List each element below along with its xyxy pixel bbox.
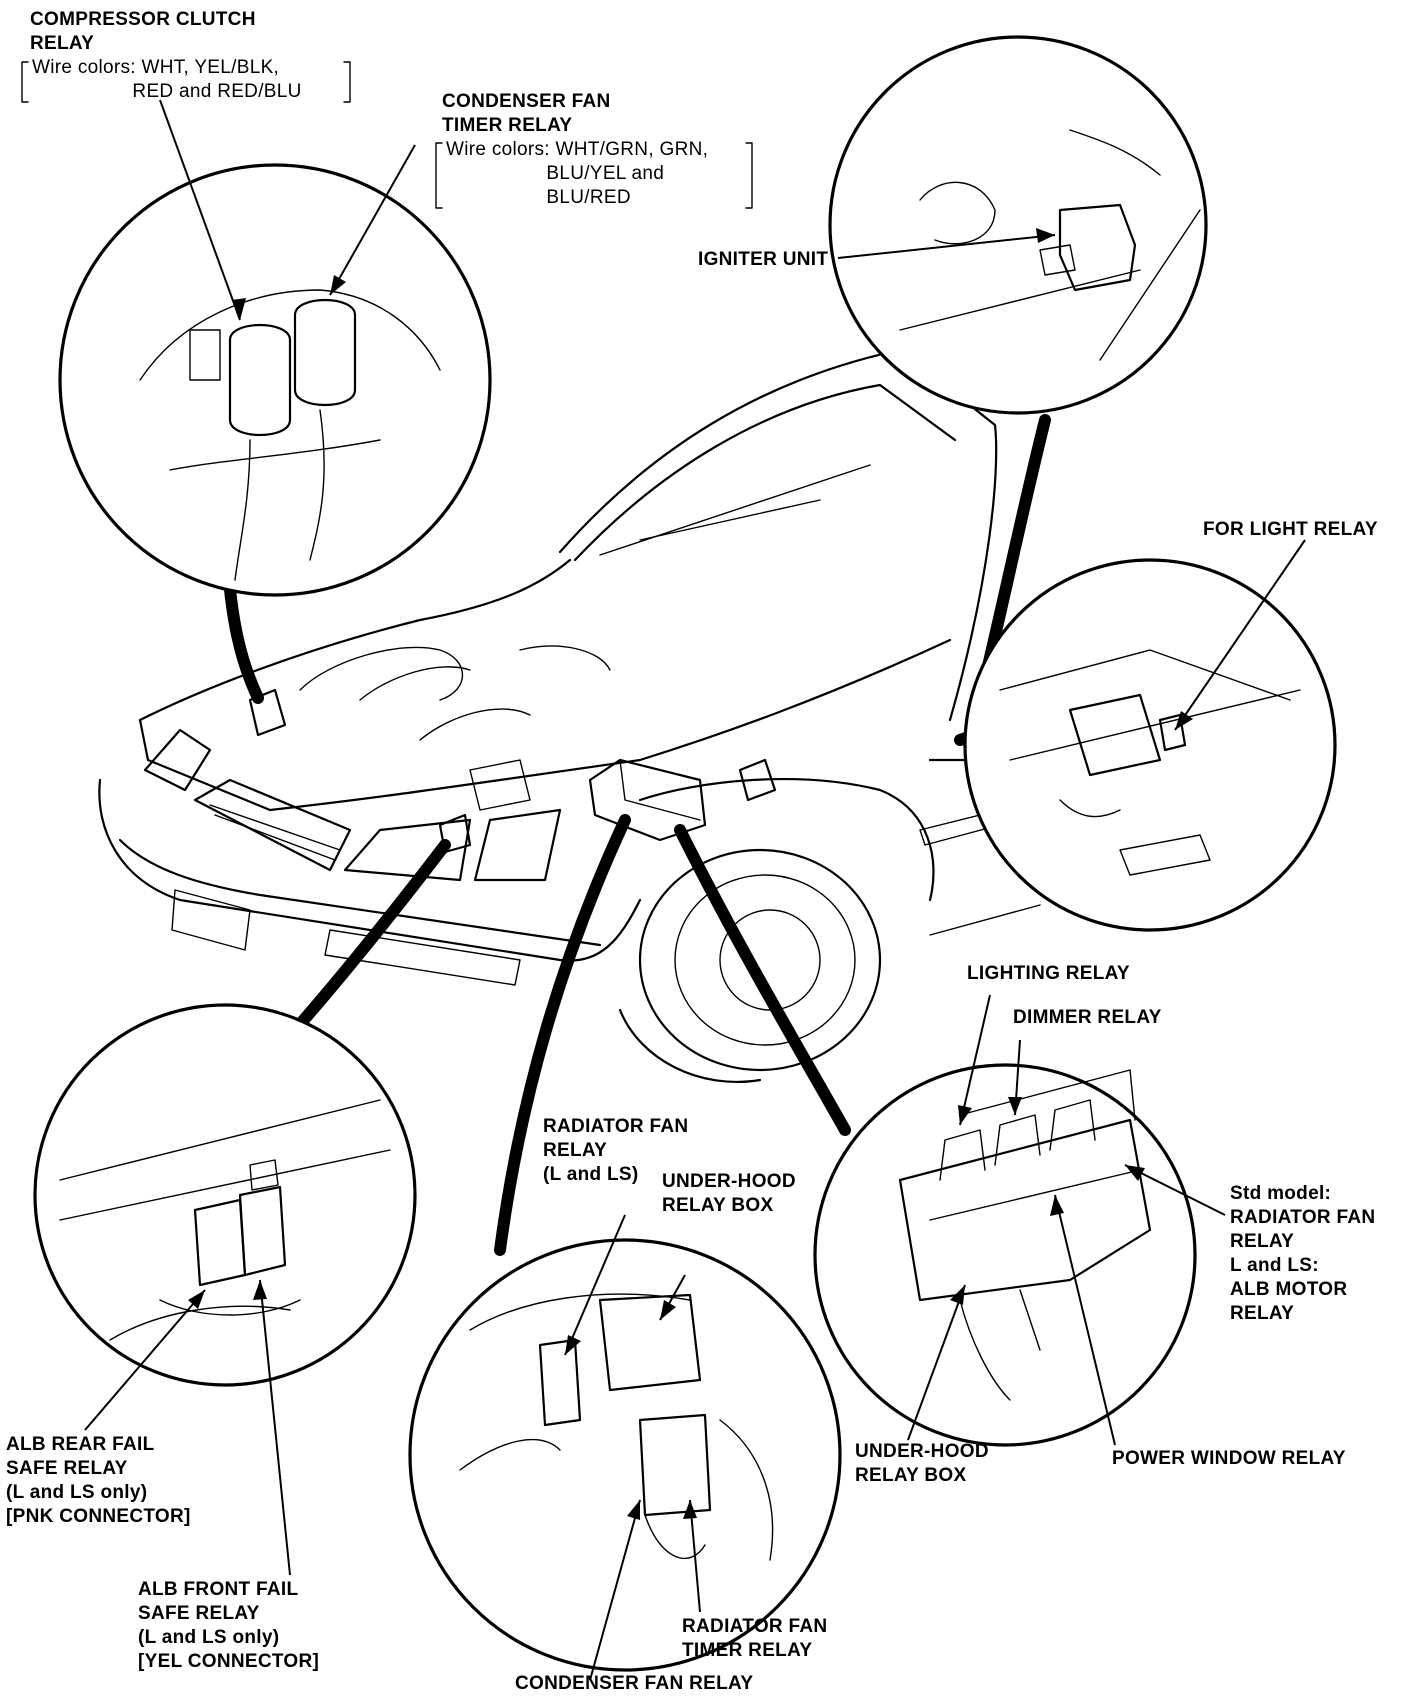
note-condenser-wire-colors: Wire colors: WHT/GRN, GRN, BLU/YEL and B…: [446, 139, 709, 208]
label-condenser-fan-relay: CONDENSER FAN RELAY: [515, 1673, 754, 1694]
label-std-model-radiator-fan-relay: Std model: RADIATOR FAN RELAY L and LS: …: [1230, 1183, 1376, 1324]
inset-under-hood-right: [813, 1063, 1197, 1447]
note-compressor-wire-colors: Wire colors: WHT, YEL/BLK, RED and RED/B…: [32, 57, 302, 102]
label-under-hood-relay-box-center: UNDER-HOOD RELAY BOX: [662, 1171, 796, 1216]
label-condenser-fan-timer-relay: CONDENSER FAN TIMER RELAY: [442, 91, 611, 136]
label-compressor-clutch-relay: COMPRESSOR CLUTCH RELAY: [30, 9, 256, 54]
label-radiator-fan-relay-l-ls: RADIATOR FAN RELAY (L and LS): [543, 1116, 689, 1185]
inset-fog-light-relay: [963, 558, 1337, 932]
label-alb-front-fail-safe-relay: ALB FRONT FAIL SAFE RELAY (L and LS only…: [138, 1579, 320, 1672]
label-power-window-relay: POWER WINDOW RELAY: [1112, 1448, 1346, 1469]
leader-lines: [84, 99, 1306, 1681]
car-illustration: [98, 348, 1049, 1083]
label-dimmer-relay: DIMMER RELAY: [1013, 1007, 1162, 1028]
inset-compressor-relay: [58, 163, 492, 597]
label-under-hood-relay-box-right: UNDER-HOOD RELAY BOX: [855, 1441, 989, 1486]
inset-igniter-unit: [828, 35, 1208, 415]
note-brackets: [21, 61, 753, 209]
label-alb-rear-fail-safe-relay: ALB REAR FAIL SAFE RELAY (L and LS only)…: [6, 1434, 191, 1527]
inset-under-hood-center: [408, 1238, 842, 1672]
label-igniter-unit: IGNITER UNIT: [698, 249, 829, 270]
band-right: [674, 824, 851, 1136]
band-center: [494, 814, 631, 1256]
inset-alb-relays: [33, 1003, 417, 1387]
label-lighting-relay: LIGHTING RELAY: [967, 963, 1130, 984]
band-alb: [289, 839, 451, 1036]
label-radiator-fan-timer-relay: RADIATOR FAN TIMER RELAY: [682, 1616, 828, 1661]
label-for-light-relay: FOR LIGHT RELAY: [1203, 519, 1378, 540]
